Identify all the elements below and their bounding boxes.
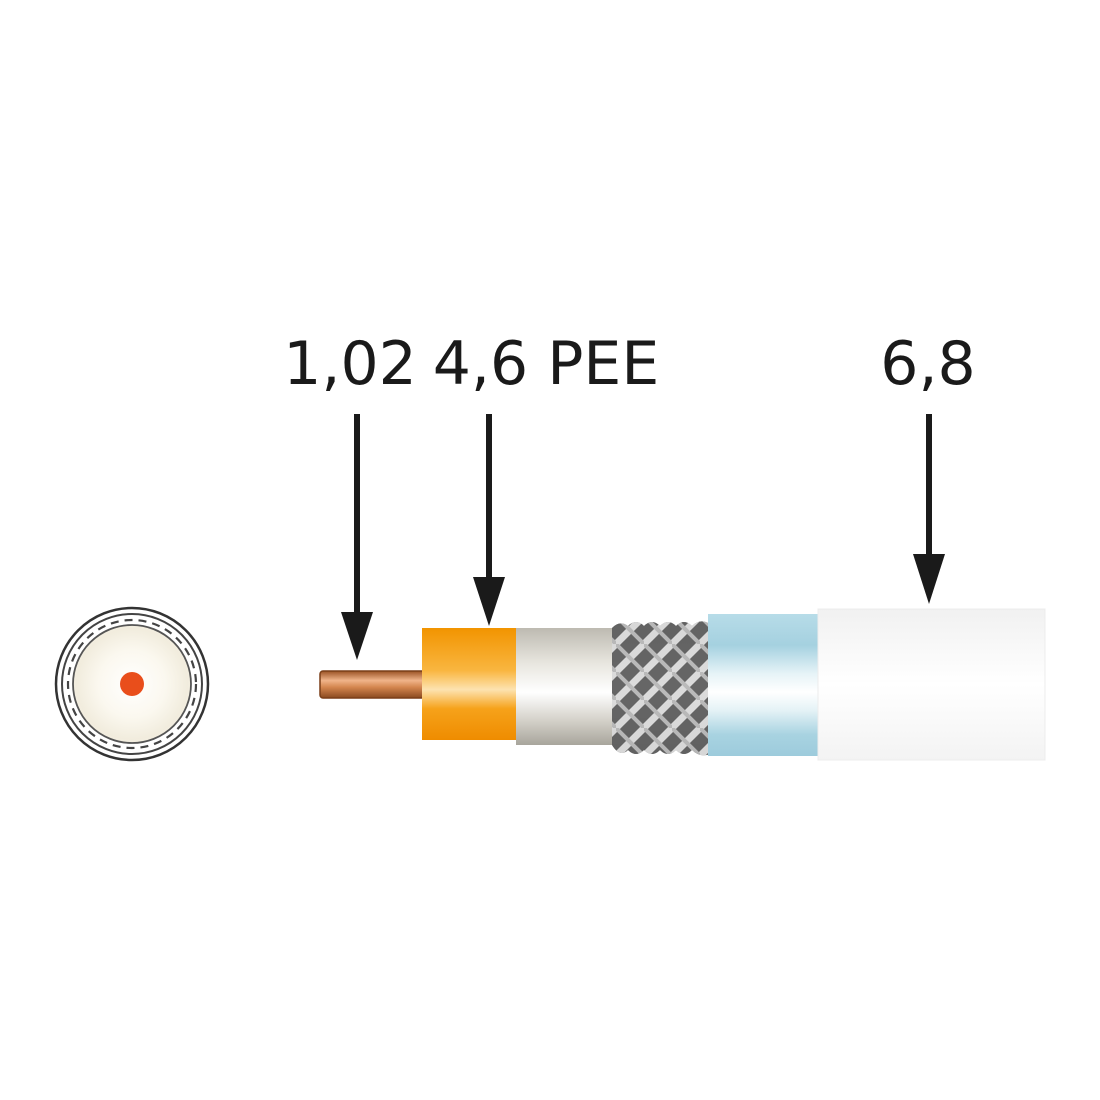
outer-jacket-layer — [817, 608, 1046, 761]
foil-shield-layer — [516, 628, 616, 745]
braid-shield-layer — [612, 621, 710, 756]
arrow-jacket — [913, 414, 945, 604]
cross-section-braid-ring — [66, 618, 198, 750]
dielectric-layer — [422, 628, 518, 740]
label-dielectric: 4,6 PEE — [433, 329, 660, 399]
arrow-conductor — [341, 414, 373, 660]
cross-section-center-conductor — [120, 672, 144, 696]
inner-jacket-layer — [708, 614, 820, 756]
label-conductor: 1,02 — [283, 329, 417, 399]
center-conductor — [319, 670, 427, 699]
cross-section-view — [54, 606, 210, 762]
cable-side-view — [319, 608, 1046, 761]
arrow-dielectric — [473, 414, 505, 626]
label-jacket: 6,8 — [880, 329, 975, 399]
